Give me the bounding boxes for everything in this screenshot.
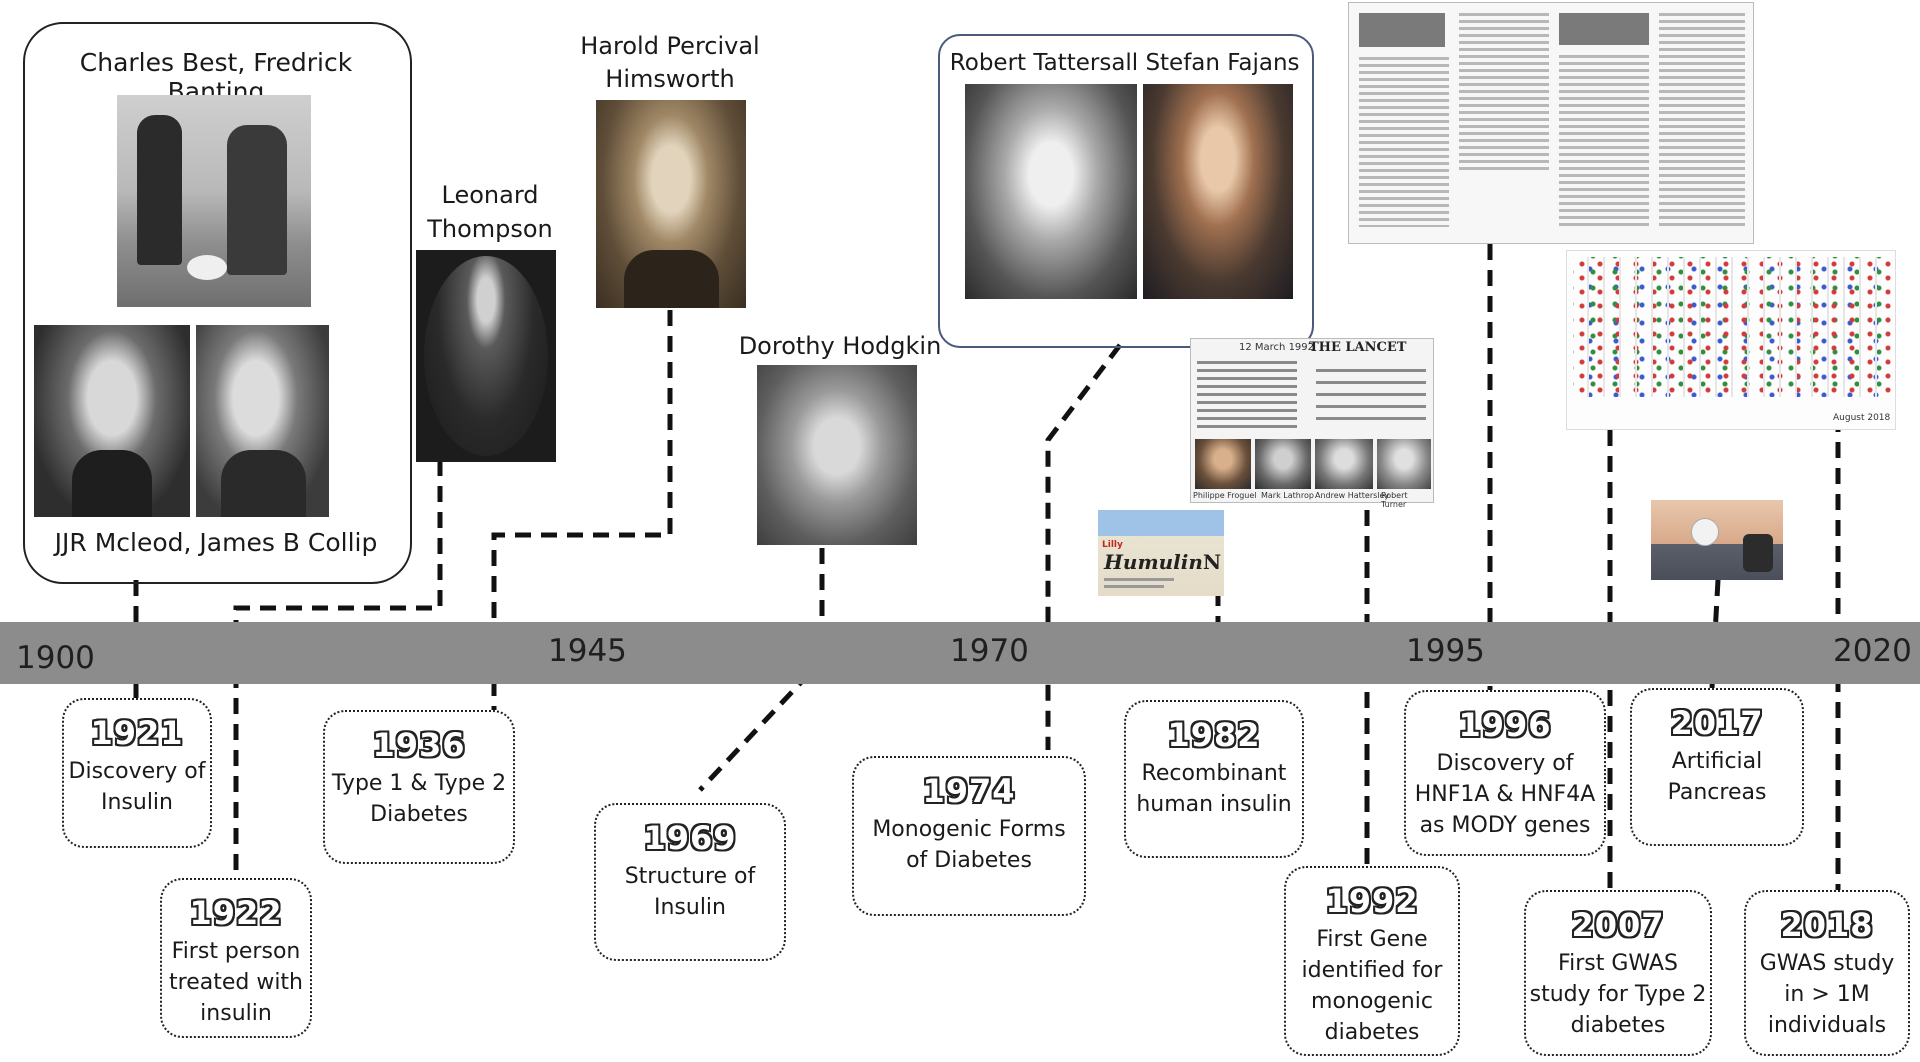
- connector-1936: [491, 310, 673, 710]
- milestone-1974: 1974 Monogenic Forms of Diabetes: [852, 756, 1086, 916]
- humulin-suffix: N: [1202, 550, 1222, 574]
- humulin-box-photo: Lilly HumulinN: [1098, 510, 1224, 596]
- hattersley-photo: [1315, 439, 1373, 489]
- milestone-2018: 2018 GWAS study in > 1M individuals: [1744, 890, 1910, 1056]
- milestone-year: 1974: [922, 772, 1016, 810]
- lancet-date: 12 March 1992: [1239, 342, 1315, 353]
- hodgkin-photo: [757, 365, 917, 545]
- milestone-year: 1996: [1458, 706, 1552, 744]
- monogenic-frame: [938, 34, 1314, 348]
- milestone-text: Recombinant human insulin: [1136, 761, 1292, 817]
- milestone-year: 1936: [372, 726, 466, 764]
- milestone-1982: 1982 Recombinant human insulin: [1124, 700, 1304, 858]
- connector-1922: [233, 460, 443, 880]
- turner-photo: [1377, 439, 1431, 489]
- milestone-text: First GWAS study for Type 2 diabetes: [1529, 951, 1707, 1038]
- milestone-2007: 2007 First GWAS study for Type 2 diabete…: [1524, 890, 1712, 1056]
- fajans-photo: [1143, 84, 1293, 299]
- humulin-maker: Lilly: [1102, 540, 1123, 550]
- discoverers-frame: [23, 22, 412, 584]
- milestone-year: 1992: [1325, 882, 1419, 920]
- froguel-photo: [1195, 439, 1251, 489]
- milestone-text: Discovery of HNF1A & HNF4A as MODY genes: [1414, 751, 1596, 838]
- gwas-panel: August 2018: [1566, 250, 1896, 430]
- artificial-pancreas-photo: [1651, 500, 1783, 580]
- milestone-1936: 1936 Type 1 & Type 2 Diabetes: [323, 710, 515, 864]
- milestone-text: GWAS study in > 1M individuals: [1759, 951, 1895, 1038]
- year-tick-1945: 1945: [548, 633, 627, 669]
- lancet-masthead: THE LANCET: [1309, 340, 1407, 355]
- mody-paper: [1348, 2, 1754, 244]
- thompson-caption: Leonard Thompson: [427, 181, 553, 243]
- year-tick-1995: 1995: [1406, 633, 1485, 669]
- collip-photo: [196, 325, 329, 517]
- year-tick-1970: 1970: [950, 633, 1029, 669]
- milestone-1922: 1922 First person treated with insulin: [160, 878, 312, 1038]
- milestone-2017: 2017 Artificial Pancreas: [1630, 688, 1804, 846]
- fajans-caption: Stefan Fajans: [1145, 50, 1300, 76]
- milestone-year: 2018: [1780, 906, 1874, 944]
- year-tick-2020: 2020: [1833, 633, 1912, 669]
- milestone-1996: 1996 Discovery of HNF1A & HNF4A as MODY …: [1404, 690, 1606, 856]
- tattersall-caption: Robert Tattersall: [949, 50, 1139, 76]
- milestone-year: 1921: [90, 714, 184, 752]
- lancet-name-lathrop: Mark Lathrop: [1261, 491, 1314, 500]
- lancet-name-turner: Robert Turner: [1381, 491, 1408, 509]
- milestone-year: 1922: [189, 894, 283, 932]
- milestone-text: Structure of Insulin: [624, 864, 756, 920]
- year-tick-1900: 1900: [16, 640, 95, 676]
- milestone-text: Type 1 & Type 2 Diabetes: [331, 771, 507, 827]
- discoverers-bottom-caption: JJR Mcleod, James B Collip: [54, 528, 378, 557]
- milestone-text: Monogenic Forms of Diabetes: [872, 817, 1066, 873]
- himsworth-photo: [596, 100, 746, 308]
- lathrop-photo: [1255, 439, 1311, 489]
- milestone-1921: 1921 Discovery of Insulin: [62, 698, 212, 848]
- lancet-name-hattersley: Andrew Hattersley: [1315, 491, 1390, 500]
- lancet-name-froguel: Philippe Froguel: [1193, 491, 1257, 500]
- tattersall-photo: [965, 84, 1137, 299]
- milestone-text: Discovery of Insulin: [68, 759, 206, 815]
- best-banting-photo: [117, 95, 311, 307]
- milestone-year: 2007: [1571, 906, 1665, 944]
- milestone-text: First Gene identified for monogenic diab…: [1301, 927, 1443, 1045]
- milestone-text: Artificial Pancreas: [1667, 749, 1767, 805]
- humulin-brand: Humulin: [1104, 550, 1203, 574]
- thompson-photo: [416, 250, 556, 462]
- mcleod-photo: [34, 325, 190, 517]
- milestone-year: 2017: [1670, 704, 1764, 742]
- himsworth-caption: Harold Percival Himsworth: [580, 32, 760, 93]
- timeline-band: [0, 622, 1920, 684]
- lancet-panel: 12 March 1992 THE LANCET Philippe Frogue…: [1190, 338, 1434, 509]
- milestone-year: 1969: [643, 819, 737, 857]
- hodgkin-caption: Dorothy Hodgkin: [738, 332, 942, 360]
- milestone-1969: 1969 Structure of Insulin: [594, 803, 786, 961]
- milestone-text: First person treated with insulin: [169, 939, 303, 1026]
- milestone-1992: 1992 First Gene identified for monogenic…: [1284, 866, 1460, 1056]
- gwas-panel-date: August 2018: [1833, 413, 1891, 423]
- milestone-year: 1982: [1167, 716, 1261, 754]
